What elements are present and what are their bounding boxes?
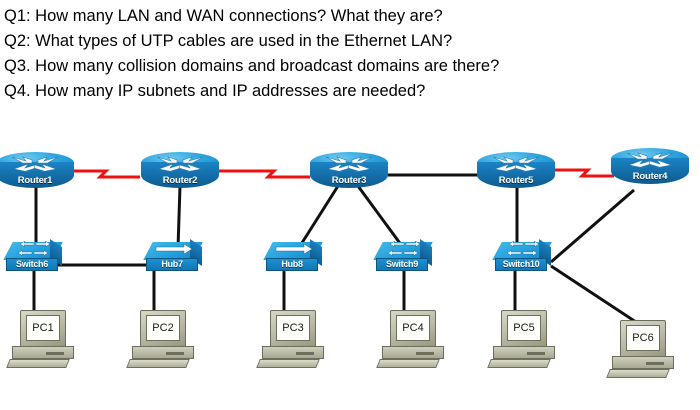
router-arrows-icon bbox=[492, 156, 540, 173]
link-router3-hub8 bbox=[298, 185, 340, 247]
hub-hub8[interactable]: Hub8 bbox=[263, 238, 328, 274]
hub-arrow-icon bbox=[155, 243, 193, 255]
pc-drive-slot bbox=[296, 352, 314, 355]
switch-label: Switch9 bbox=[386, 259, 418, 269]
pc-pc3[interactable]: PC3 bbox=[256, 310, 332, 372]
pc-label: PC3 bbox=[282, 322, 304, 334]
pc-chassis bbox=[382, 346, 444, 359]
switch-front-panel bbox=[6, 258, 58, 271]
pc-chassis bbox=[12, 346, 74, 359]
router-label: Router2 bbox=[162, 175, 198, 186]
switch-label: Switch6 bbox=[16, 259, 48, 269]
pc-drive-slot bbox=[646, 362, 664, 365]
question-line-3: Q3. How many collision domains and broad… bbox=[4, 57, 500, 75]
router-label: Router3 bbox=[331, 175, 367, 186]
switch-switch10[interactable]: Switch10 bbox=[492, 238, 557, 274]
pc-keyboard bbox=[376, 359, 440, 368]
network-topology-diagram: Router1 Router2 Router3 bbox=[0, 138, 700, 410]
switch-front-panel bbox=[376, 258, 428, 271]
pc-screen bbox=[276, 315, 310, 341]
pc-chassis bbox=[132, 346, 194, 359]
pc-chassis bbox=[493, 346, 555, 359]
pc-drive-slot bbox=[527, 352, 545, 355]
link-router3-switch9 bbox=[356, 185, 404, 247]
switch-arrows-icon bbox=[17, 241, 51, 257]
pc-pc1[interactable]: PC1 bbox=[6, 310, 82, 372]
question-line-1: Q1: How many LAN and WAN connections? Wh… bbox=[4, 7, 443, 25]
router-router3[interactable]: Router3 bbox=[310, 152, 388, 198]
pc-pc2[interactable]: PC2 bbox=[126, 310, 202, 372]
pc-screen bbox=[396, 315, 430, 341]
switch-front-panel bbox=[495, 258, 547, 271]
pc-keyboard bbox=[126, 359, 190, 368]
hub-arrow-icon bbox=[275, 243, 313, 255]
router-label: Router4 bbox=[632, 171, 668, 182]
router-arrows-icon bbox=[11, 156, 59, 173]
router-arrows-icon bbox=[626, 152, 674, 169]
pc-label: PC5 bbox=[513, 322, 535, 334]
pc-screen bbox=[507, 315, 541, 341]
router-router1[interactable]: Router1 bbox=[0, 152, 74, 198]
pc-keyboard bbox=[6, 359, 70, 368]
pc-screen bbox=[26, 315, 60, 341]
switch-switch9[interactable]: Switch9 bbox=[373, 238, 438, 274]
pc-screen bbox=[626, 325, 660, 351]
pc-keyboard bbox=[256, 359, 320, 368]
link-switch10-router4 bbox=[550, 188, 635, 264]
pc-pc6[interactable]: PC6 bbox=[606, 320, 682, 382]
pc-chassis bbox=[612, 356, 674, 369]
link-switch10-pc6 bbox=[550, 264, 637, 324]
pc-label: PC4 bbox=[402, 322, 424, 334]
pc-keyboard bbox=[487, 359, 551, 368]
hub-label: Hub8 bbox=[281, 259, 303, 269]
link-router1-router2 bbox=[74, 169, 140, 179]
router-arrows-icon bbox=[325, 156, 373, 173]
link-router2-router3 bbox=[219, 169, 310, 179]
pc-drive-slot bbox=[166, 352, 184, 355]
router-router5[interactable]: Router5 bbox=[477, 152, 555, 198]
pc-chassis bbox=[262, 346, 324, 359]
hub-front-panel bbox=[266, 258, 318, 271]
router-label: Router5 bbox=[498, 175, 534, 186]
pc-label: PC6 bbox=[632, 332, 654, 344]
pc-keyboard bbox=[606, 369, 670, 378]
router-arrows-icon bbox=[156, 156, 204, 173]
switch-arrows-icon bbox=[387, 241, 421, 257]
link-router5-router4 bbox=[555, 168, 614, 178]
router-router4[interactable]: Router4 bbox=[611, 148, 689, 194]
pc-label: PC1 bbox=[32, 322, 54, 334]
router-router2[interactable]: Router2 bbox=[141, 152, 219, 198]
hub-front-panel bbox=[146, 258, 198, 271]
question-line-4: Q4. How many IP subnets and IP addresses… bbox=[4, 82, 426, 100]
hub-label: Hub7 bbox=[161, 259, 183, 269]
link-router2-hub7 bbox=[176, 185, 182, 249]
pc-screen bbox=[146, 315, 180, 341]
question-list: Q1: How many LAN and WAN connections? Wh… bbox=[4, 4, 696, 104]
switch-label: Switch10 bbox=[502, 259, 540, 269]
pc-drive-slot bbox=[46, 352, 64, 355]
pc-pc4[interactable]: PC4 bbox=[376, 310, 452, 372]
pc-label: PC2 bbox=[152, 322, 174, 334]
link-layer bbox=[32, 168, 637, 324]
switch-switch6[interactable]: Switch6 bbox=[3, 238, 68, 274]
hub-hub7[interactable]: Hub7 bbox=[143, 238, 208, 274]
pc-pc5[interactable]: PC5 bbox=[487, 310, 563, 372]
switch-arrows-icon bbox=[506, 241, 540, 257]
question-line-2: Q2: What types of UTP cables are used in… bbox=[4, 32, 453, 50]
router-label: Router1 bbox=[17, 175, 53, 186]
pc-drive-slot bbox=[416, 352, 434, 355]
